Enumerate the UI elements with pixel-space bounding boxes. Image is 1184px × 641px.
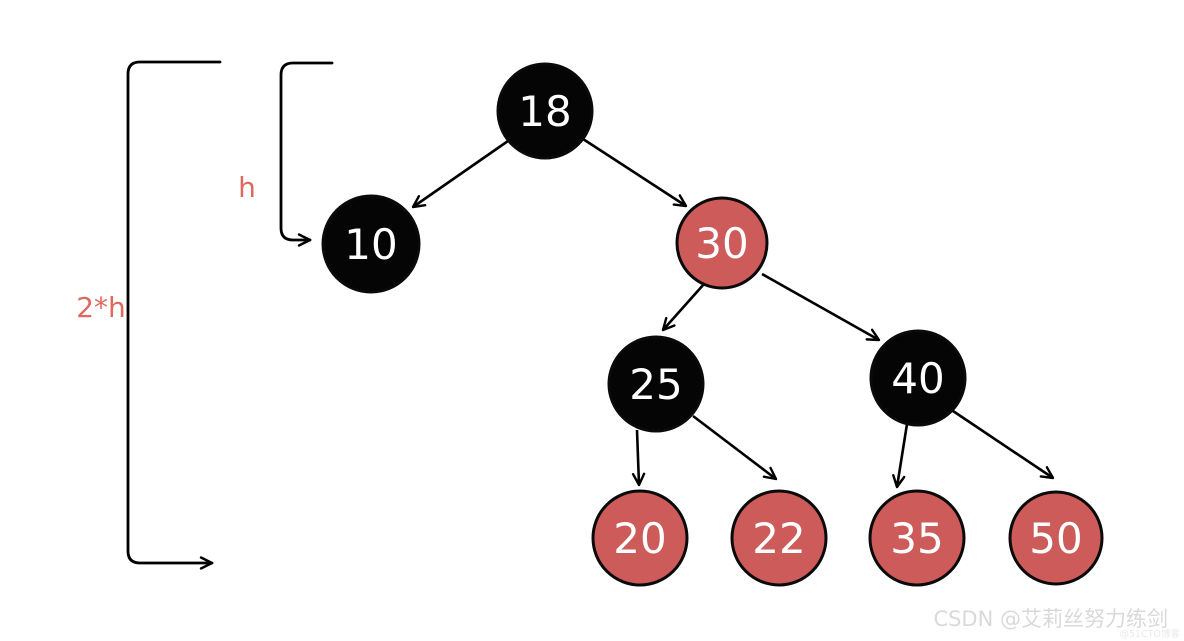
node-value-label: 18 (518, 87, 571, 136)
tree-node-20: 20 (591, 489, 689, 587)
tree-node-30: 30 (675, 196, 769, 290)
sub-watermark: @51CTO博客 (1119, 628, 1180, 640)
height-label-h: h (238, 171, 256, 204)
node-value-label: 50 (1029, 514, 1082, 563)
height-label-2h: 2*h (76, 291, 126, 324)
edge-40-50 (952, 409, 1055, 480)
node-value-label: 22 (752, 514, 805, 563)
node-value-label: 25 (629, 360, 682, 409)
node-value-label: 40 (891, 354, 944, 403)
node-value-label: 35 (890, 514, 943, 563)
edge-25-22 (692, 414, 778, 481)
node-circle-black (869, 329, 967, 427)
tree-node-50: 50 (1008, 490, 1104, 586)
node-circle-red (675, 196, 769, 290)
tree-node-10: 10 (321, 194, 421, 294)
node-circle-black (607, 335, 705, 433)
tree-edges (411, 137, 1055, 489)
tree-node-22: 22 (730, 489, 828, 587)
edge-30-25 (661, 283, 705, 332)
tree-node-35: 35 (868, 489, 966, 587)
node-circle-red (1008, 490, 1104, 586)
node-circle-black (321, 194, 421, 294)
csdn-watermark: CSDN @艾莉丝努力练剑 (933, 607, 1168, 631)
tree-node-18: 18 (496, 62, 594, 160)
tree-node-40: 40 (869, 329, 967, 427)
edge-30-40 (761, 272, 881, 342)
node-circle-red (591, 489, 689, 587)
node-circle-red (868, 489, 966, 587)
tree-nodes: 18 10 30 25 40 20 22 35 50 (321, 62, 1104, 587)
bracket-2h-arrow (126, 60, 222, 570)
node-value-label: 10 (344, 220, 397, 269)
tree-node-25: 25 (607, 335, 705, 433)
node-value-label: 30 (695, 219, 748, 268)
node-value-label: 20 (613, 514, 666, 563)
node-circle-black (496, 62, 594, 160)
edge-18-30 (582, 137, 688, 208)
bracket-h-arrow (279, 61, 334, 247)
edge-18-10 (411, 139, 509, 209)
node-circle-red (730, 489, 828, 587)
edge-25-20 (631, 429, 646, 487)
edge-40-35 (892, 423, 909, 489)
